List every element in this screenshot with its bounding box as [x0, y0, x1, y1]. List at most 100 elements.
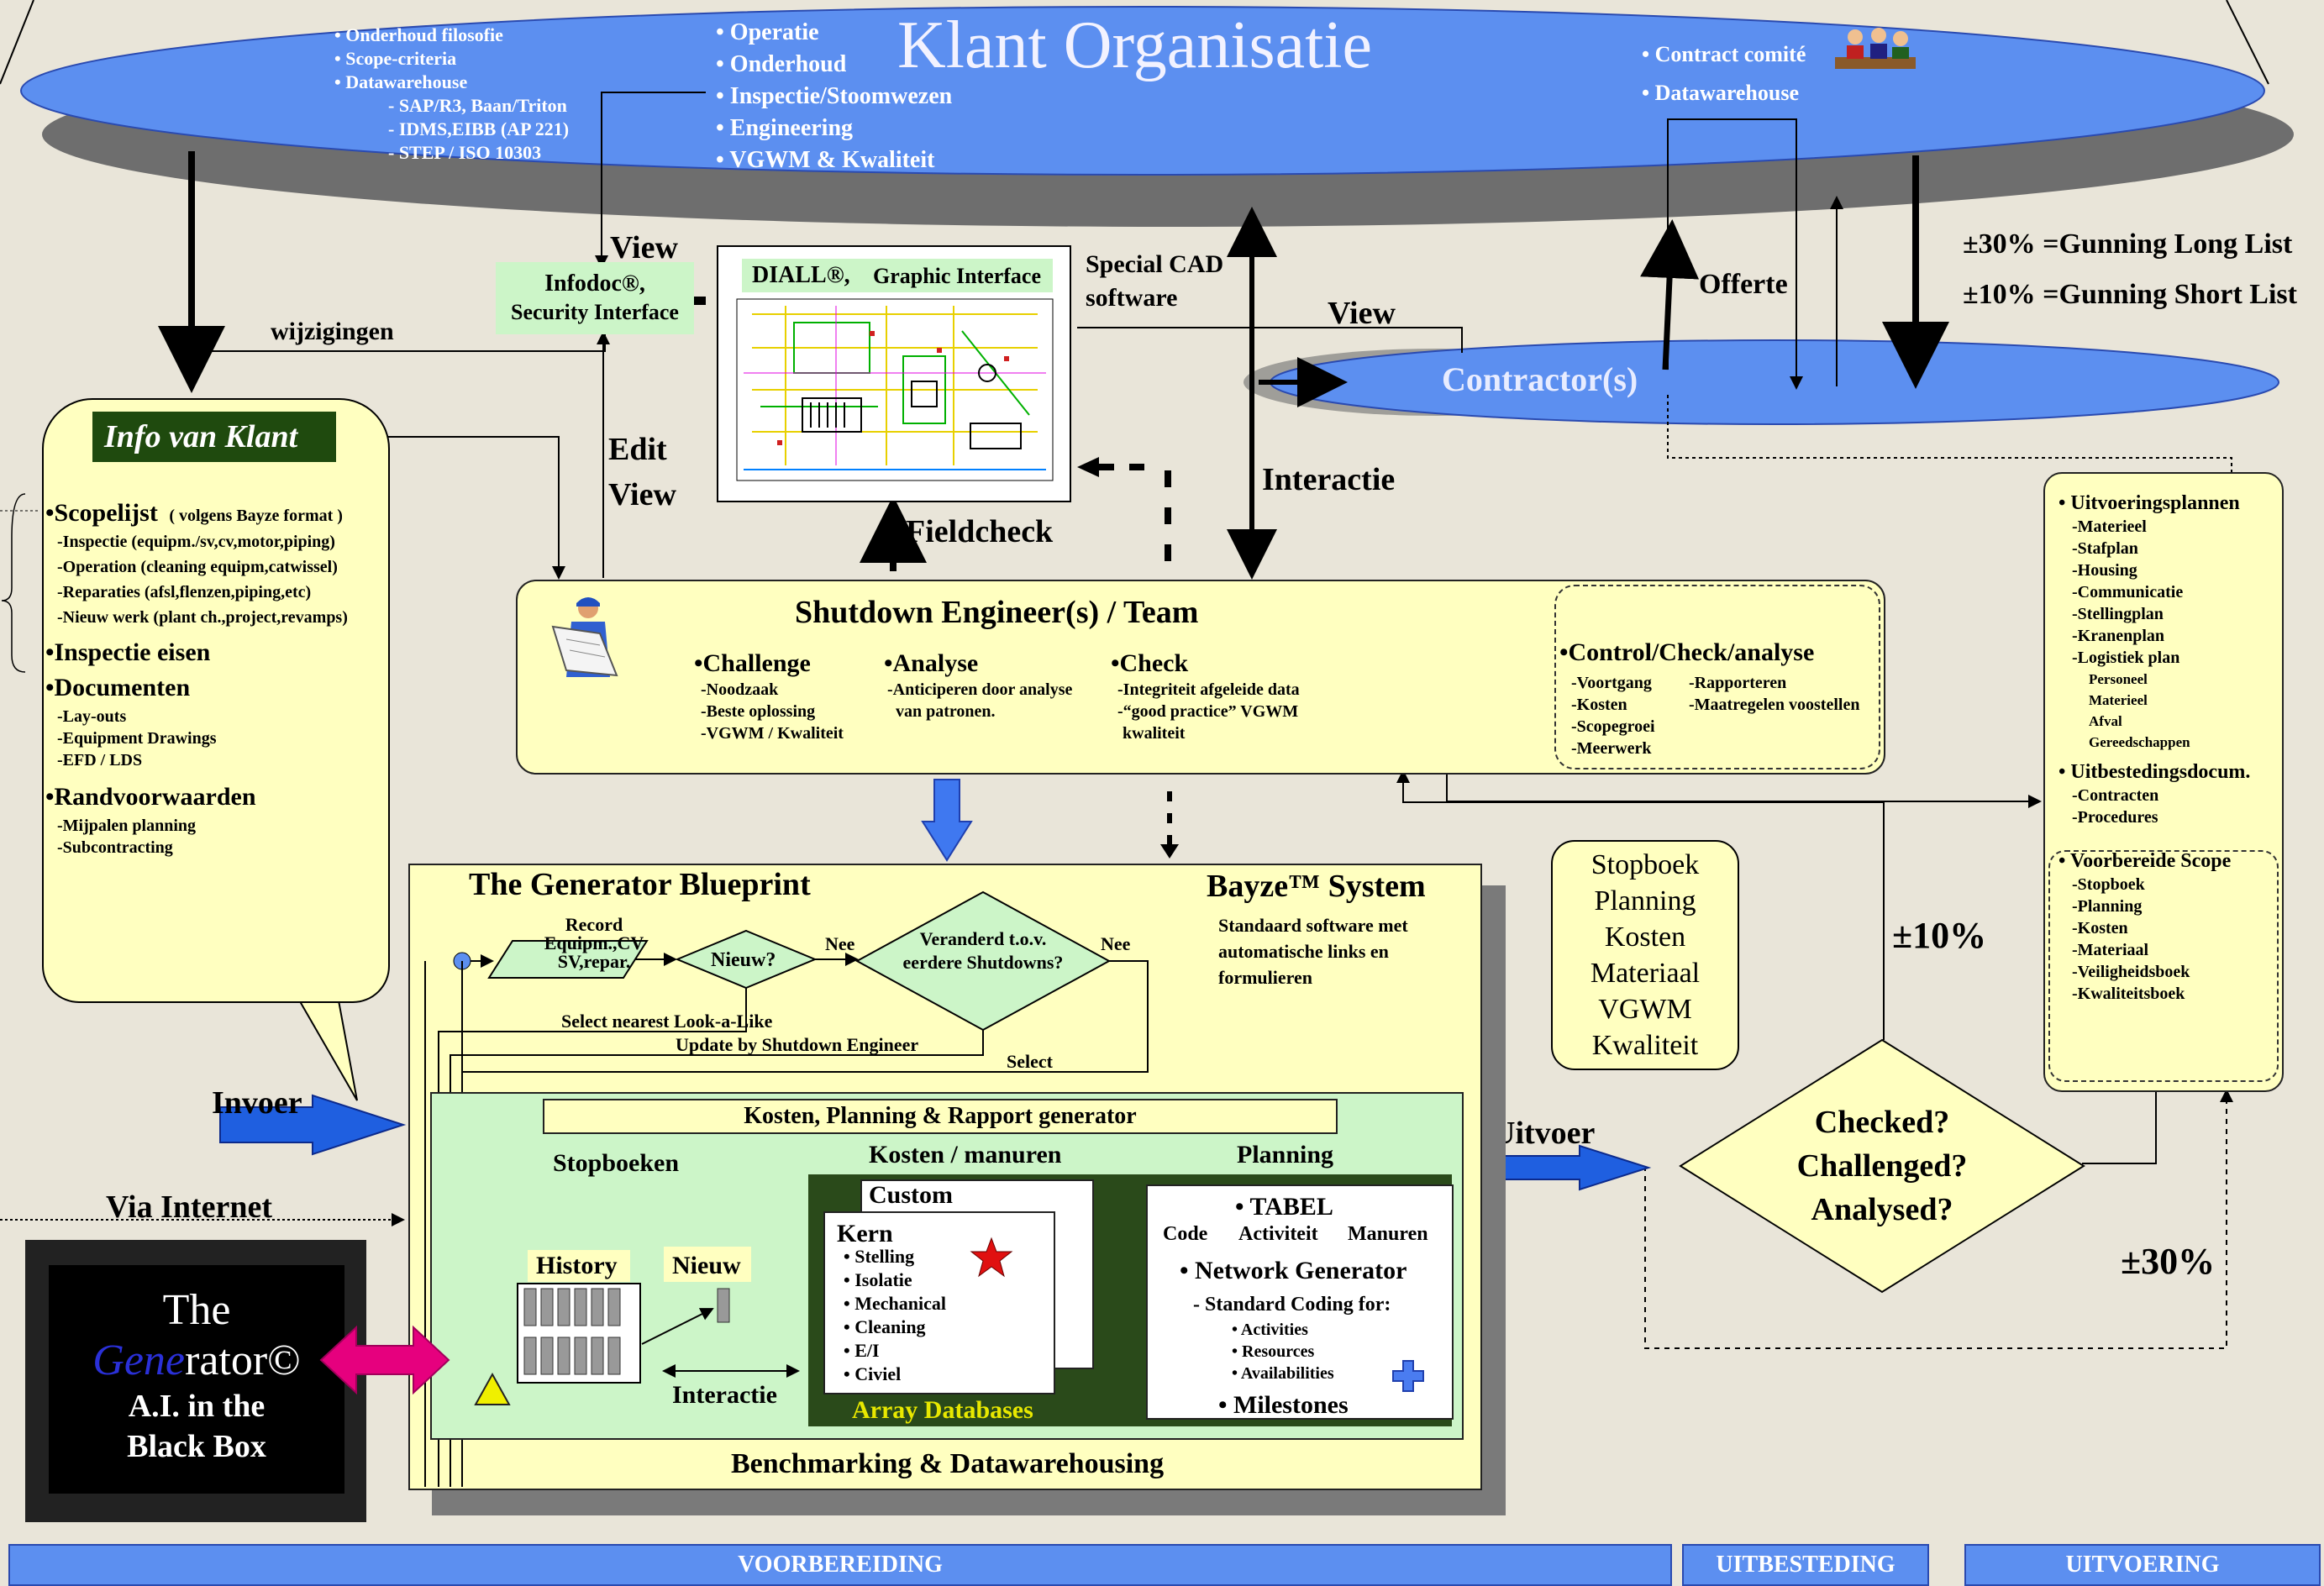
record-line: Equipm.,CV [544, 932, 644, 953]
scopelijst-heading-text: •Scopelijst [45, 499, 158, 527]
kern-item: • Isolatie [844, 1269, 912, 1290]
client-col2-item: • Onderhoud [716, 51, 847, 77]
nee-label: Nee [1101, 933, 1131, 954]
invoer-arrow [219, 1094, 407, 1156]
uitvoering-item: -Procedures [2072, 808, 2158, 827]
coding-item: • Activities [1232, 1321, 1308, 1339]
analyse-heading: •Analyse [884, 649, 979, 677]
connector-arrows [641, 1308, 800, 1378]
challenge-item: -Beste oplossing [701, 702, 816, 721]
bayze-desc-line: Standaard software met [1218, 915, 1408, 936]
scope-item: -Reparaties (afsl,flenzen,piping,etc) [57, 583, 312, 601]
client-col3-item: • Datawarehouse [1642, 81, 1800, 105]
kern-item: • Cleaning [844, 1316, 926, 1337]
select-nearest: Select nearest Look-a-Like [561, 1011, 773, 1032]
phase-uitbesteding[interactable]: UITBESTEDING [1682, 1544, 1929, 1586]
stopboek-bubble: Stopboek Planning Kosten Materiaal VGWM … [1551, 840, 1739, 1070]
client-ellipse [20, 6, 2265, 176]
uitvoering-item: -Communicatie [2072, 583, 2184, 601]
coding-label: - Standard Coding for: [1193, 1294, 1391, 1316]
array-db-label: Array Databases [852, 1396, 1033, 1424]
kern-card[interactable] [823, 1211, 1055, 1394]
nieuw-database-icon[interactable] [716, 1287, 733, 1324]
warning-triangle-icon [474, 1372, 511, 1405]
control-item: -Rapporteren [1689, 674, 1787, 692]
kern-item: • Stelling [844, 1246, 915, 1267]
nieuw-label-bg [664, 1247, 751, 1282]
client-col1-subitem: - SAP/R3, Baan/Triton [388, 95, 567, 116]
uitvoering-h2: • Uitbestedingsdocum. [2058, 761, 2251, 783]
stopboek-item: Kosten [1604, 922, 1686, 953]
client-col2-item: • Engineering [716, 115, 854, 141]
pm30-label: ±30% [2121, 1241, 2216, 1282]
check-item: -“good practice” VGWM [1117, 702, 1299, 721]
view-label: View [1328, 296, 1396, 331]
diall-box[interactable]: DIALL®, Graphic Interface [717, 245, 1071, 502]
uitvoering-item: -Stopboek [2072, 875, 2145, 894]
scopelijst-heading: •Scopelijst ( volgens Bayze format ) [45, 497, 348, 529]
planning-label: Planning [1237, 1141, 1334, 1168]
veranderd-line: eerdere Shutdowns? [902, 952, 1064, 973]
scope-item: -Operation (cleaning equipm,catwissel) [57, 558, 338, 576]
coding-list: • Activities • Resources • Availabilitie… [1232, 1319, 1334, 1384]
pm10-label: ±10% [1892, 915, 1987, 956]
blackbox-ai: A.I. in the [128, 1389, 266, 1424]
infodoc-box[interactable]: Infodoc®, Security Interface [496, 262, 694, 334]
logistiek-item: Personeel [2089, 671, 2148, 687]
coding-item: • Availabilities [1232, 1364, 1334, 1383]
software-label: software [1086, 284, 1178, 312]
scope-item: -Nieuw werk (plant ch.,project,revamps) [57, 608, 348, 627]
bench-label: Benchmarking & Datawarehousing [731, 1448, 1165, 1479]
uitvoering-item: -Planning [2072, 897, 2143, 916]
uitvoering-item: -Kranenplan [2072, 627, 2165, 645]
rand-item: -Mijpalen planning [57, 817, 197, 835]
kpr-bar: Kosten, Planning & Rapport generator [543, 1099, 1338, 1134]
infodoc-title: Infodoc®, [544, 270, 645, 297]
uitvoering-item: -Stafplan [2072, 539, 2138, 558]
edit-view-label: View [608, 477, 676, 512]
scopelijst-note: ( volgens Bayze format ) [169, 507, 343, 525]
history-database-icon[interactable] [516, 1282, 642, 1384]
bayze-desc-line: automatische links en [1218, 941, 1389, 962]
scope-item: -Inspectie (equipm./sv,cv,motor,piping) [57, 533, 335, 551]
control-item: -Kosten [1571, 696, 1627, 714]
uitvoering-item: -Materiaal [2072, 941, 2149, 959]
contractor-ellipse [1270, 339, 2279, 425]
control-heading: •Control/Check/analyse [1559, 638, 1815, 666]
kpr-title: Kosten, Planning & Rapport generator [744, 1103, 1137, 1129]
red-star-icon [970, 1237, 1013, 1278]
fieldcheck-label: Fieldcheck [906, 514, 1054, 549]
rand-item: -Subcontracting [57, 838, 173, 857]
uitvoeringsplannen-box [2043, 472, 2284, 1092]
client-col1: • Onderhoud filosofie • Scope-criteria •… [334, 24, 569, 165]
info-van-klant-bubble [42, 398, 390, 1003]
check-item: kwaliteit [1123, 724, 1186, 743]
client-col2-item: • VGWM & Kwaliteit [716, 147, 935, 173]
record-line: SV,repar. [557, 951, 631, 972]
randvoorwaarden-heading: •Randvoorwaarden [45, 783, 256, 811]
stopboek-item: Planning [1594, 885, 1696, 916]
phase-voorbereiding[interactable]: VOORBEREIDING [8, 1544, 1672, 1586]
check-item: -Integriteit afgeleide data [1117, 680, 1300, 699]
uitvoering-item: -Kosten [2072, 919, 2128, 937]
plant-layout-drawing [736, 298, 1054, 481]
check-block: •Check -Integriteit afgeleide data -“goo… [1111, 649, 1300, 744]
analyse-item: -Anticiperen door analyse [887, 680, 1073, 699]
blackbox-box: Black Box [127, 1429, 266, 1464]
history-label: History [536, 1252, 618, 1279]
bayze-title: Bayze™ System [1207, 869, 1426, 904]
checked-text: Checked? Challenged? Analysed? [1764, 1100, 2000, 1232]
generator-title: The Generator Blueprint [469, 867, 811, 902]
kern-label: Kern [837, 1220, 893, 1247]
client-col3: • Contract comité • Datawarehouse [1642, 35, 1806, 113]
info-van-klant-title: Info van Klant [104, 419, 298, 454]
blackbox-the: The [162, 1286, 231, 1334]
challenge-item: -Noodzaak [701, 680, 779, 699]
stopboek-item: Kwaliteit [1591, 1030, 1699, 1061]
wijzigingen-label: wijzigingen [271, 318, 394, 345]
nee-label: Nee [825, 933, 855, 954]
engineer-figure-icon [551, 597, 618, 677]
stopboeken-label: Stopboeken [553, 1149, 680, 1177]
kern-list: • Stelling • Isolatie • Mechanical • Cle… [844, 1245, 946, 1386]
phase-uitvoering[interactable]: UITVOERING [1964, 1544, 2321, 1586]
